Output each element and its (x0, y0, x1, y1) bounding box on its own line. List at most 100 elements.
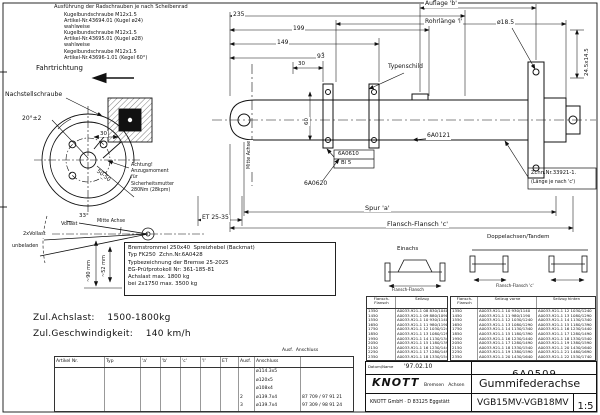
table-cell: 1350 (451, 309, 478, 314)
table-cell (55, 368, 105, 377)
table-row: 1450 A0033.921-1 09 880/1090 (367, 313, 447, 319)
note-line-text: Anzugsmoment (131, 169, 169, 175)
seilzug-tandem-table: Flansch-Flansch Seilzug vorne Seilzug hi… (450, 296, 596, 361)
table-cell (55, 376, 105, 386)
col-header: 'l' (201, 357, 221, 367)
dim-hole-diameter: ø18.5 (496, 19, 516, 27)
table-cell: A0033.921-1 16 1230/1440 (538, 327, 592, 332)
table-cell: 1550 (367, 318, 396, 323)
table-cell: 1450 (451, 313, 478, 319)
table-cell: A0033.921-1 18 1330/1540 (397, 354, 447, 359)
ref-6a0610: 6A0610 (338, 151, 359, 157)
fahrtrichtung-arrow-icon (91, 72, 134, 84)
table-row: 1650 A0033.921-1 13 1080/1290 A0033.921-… (451, 322, 595, 328)
table-cell: A0033.921-1 18 1330/1540 (478, 345, 537, 351)
dim-52mm: ~52 mm (101, 254, 108, 278)
table-cell: A0033.921-1 19 1380/1590 (478, 350, 537, 355)
typenschild-label: Typenschild (388, 63, 423, 70)
table-cell (161, 385, 181, 394)
seilzug-header-row: Flansch-Flansch Seilzug vorne Seilzug hi… (451, 297, 595, 309)
table-cell (55, 402, 105, 411)
table-cell: A0033.921-1 14 1130/1340 (397, 336, 447, 341)
table-cell (181, 402, 201, 411)
flansch-flansch-label: Flansch-Flansch (392, 287, 424, 292)
ref-6a0121: 6A0121 (426, 132, 452, 140)
table-row: 2150 A0033.921-1 16 1230/1440 (367, 345, 447, 351)
table-cell (239, 385, 255, 394)
table-cell: 1850 (451, 331, 478, 337)
table-row: 2350 A0033.921-1 18 1330/1540 (367, 354, 447, 360)
dim-90mm: ~90 mm (86, 259, 93, 283)
table-cell: A0033.921-1 13 1080/1290 (397, 331, 447, 336)
zul-geschwindigkeit: Zul.Geschwindigkeit: 140 km/h (33, 329, 191, 339)
leader-lines (65, 27, 536, 184)
col-header: ET (221, 357, 239, 367)
brake-drum-side-view (34, 97, 153, 214)
col-header: Seilzug vorne (478, 297, 537, 308)
table-cell: A0033.921-1 11 980/1190 (397, 322, 447, 327)
seilzug-einachs-body: 1350 A0033.921-1 08 830/1040 1450 A0033.… (367, 309, 447, 360)
table-cell (201, 385, 221, 394)
table-row: 2050 A0033.921-1 15 1180/1390 (367, 341, 447, 346)
table-row: 1750 A0033.921-1 14 1130/1340 A0033.921-… (451, 327, 595, 332)
wheel-bolts-note-title: Ausführung der Radschrauben je nach Sche… (54, 4, 188, 10)
table-cell: A0033.921-1 17 1280/1490 (478, 341, 537, 346)
table-cell: A0033.921-1 12 1030/1240 (478, 318, 537, 323)
note-line: Achtung! (131, 163, 174, 169)
note-line-text: Kugelbundschraube M12x1.5 (64, 12, 137, 18)
table-cell (105, 376, 141, 386)
ref-zchn-nr: Zchn.Nr.33921-1. (531, 170, 577, 176)
mitte-achse-vertical-label: Mitte Achse (247, 139, 253, 170)
knott-logo: KNOTT (372, 376, 420, 389)
dim-60: 60 (304, 117, 311, 126)
col-header: 'a' (141, 357, 161, 367)
brake-data-text: Typbezeichnung der Bremse 25-2025 (128, 259, 229, 266)
note-line-text: Kegelbundschraube M12x1.5 (64, 48, 137, 55)
unbeladen-label: unbeladen (11, 243, 40, 250)
note-line: für (131, 175, 174, 181)
table-row: 1950 A0033.921-1 14 1130/1340 (367, 336, 447, 342)
table-cell: A0033.921-1 10 930/1140 (397, 318, 447, 323)
table-cell: 1750 (451, 327, 478, 332)
table-cell (221, 376, 239, 386)
table-cell (141, 393, 161, 403)
table-row: 1850 A0033.921-1 15 1180/1390 A0033.921-… (451, 331, 595, 337)
tandem-icon (469, 249, 588, 283)
table-cell: 2050 (451, 341, 478, 346)
col-header: 'c' (181, 357, 201, 367)
table-row: 1950 A0033.921-1 16 1230/1440 A0033.921-… (451, 336, 595, 342)
table-row: 2050 A0033.921-1 17 1280/1490 A0033.921-… (451, 341, 595, 346)
seilzug-tandem-body: 1350 A0033.921-1 10 930/1140 A0033.921-1… (451, 309, 595, 360)
table-cell: A0033.921-1 18 1330/1540 (538, 336, 592, 341)
note-line-text: 280Nm (28kpm) (131, 187, 171, 193)
table-cell (221, 368, 239, 377)
table-cell (181, 393, 201, 403)
table-cell (55, 385, 105, 394)
table-row: 1650 A0033.921-1 11 980/1190 (367, 322, 447, 328)
table-cell: A0033.921-1 13 1080/1290 (478, 322, 537, 328)
note-line-text: wahlweise (64, 42, 90, 49)
note-line: Artikel-Nr.43695.01 (Kugel ø28) (64, 36, 147, 42)
table-row: 2150 A0033.921-1 18 1330/1540 A0033.921-… (451, 345, 595, 351)
col-header: Anschluss (255, 357, 301, 367)
dim-auflage-b: Auflage 'b' (424, 0, 458, 8)
table-cell: A0033.921-1 13 1080/1290 (538, 313, 592, 318)
einachs-label: Einachs (397, 246, 419, 252)
table-cell: 2150 (451, 345, 478, 351)
table-cell: A0033.921-1 15 1180/1390 (478, 331, 537, 337)
col-header: Flansch-Flansch (367, 297, 396, 308)
table-cell (141, 376, 161, 386)
table-row: 1350 A0033.921-1 08 830/1040 (367, 309, 447, 314)
drawing-title-cell: Gummifederachse (471, 375, 597, 393)
table-cell: A0033.921-1 20 1430/1640 (538, 345, 592, 350)
dim-angle-20: 20°±2 (22, 115, 42, 122)
table-cell: A0033.921-1 17 1280/1490 (538, 331, 592, 336)
brake-data-text: Bremstrommel 250x40 Spreizhebel (Backmat… (128, 245, 255, 251)
table-cell: 2250 (451, 350, 478, 355)
table-cell: 1950 (367, 336, 396, 342)
table-cell (221, 393, 239, 403)
table-cell (161, 376, 181, 386)
